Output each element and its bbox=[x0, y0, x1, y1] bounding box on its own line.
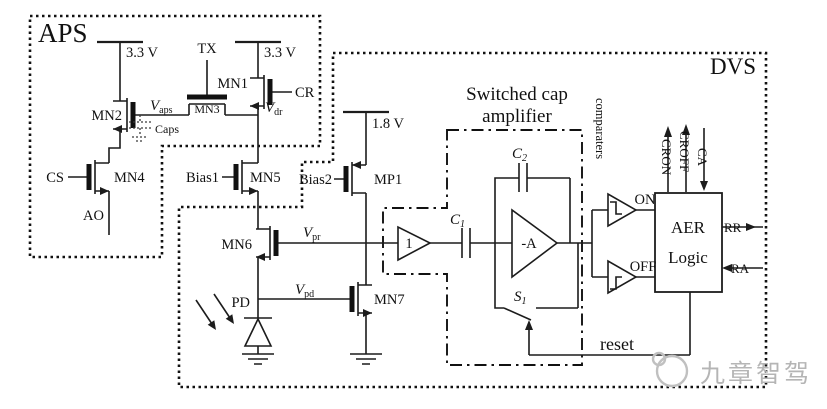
on-comparator bbox=[591, 192, 655, 278]
transistor-mn4 bbox=[68, 129, 121, 235]
mn6-label: MN6 bbox=[221, 237, 252, 253]
aer-logic-box bbox=[654, 192, 723, 293]
aer-label-line1: AER bbox=[671, 218, 706, 237]
watermark-text: 九章智驾 bbox=[700, 360, 812, 388]
vaps-node-label: Vaps bbox=[150, 98, 173, 116]
cron-label: CRON bbox=[659, 139, 674, 176]
swcap-title-line1: Switched cap bbox=[466, 84, 568, 105]
photodiode bbox=[242, 298, 352, 365]
mn5-label: MN5 bbox=[250, 170, 281, 186]
mn3-label: MN3 bbox=[194, 102, 219, 116]
aps-region-label: APS bbox=[38, 18, 88, 48]
bias2-label: Bias2 bbox=[299, 172, 332, 188]
ao-label: AO bbox=[83, 208, 104, 224]
ca-label: CA bbox=[695, 148, 710, 167]
supply-3v3-right bbox=[235, 40, 281, 78]
inverting-amplifier bbox=[511, 208, 592, 279]
c1-capacitor bbox=[461, 228, 512, 258]
mn2-label: MN2 bbox=[91, 108, 122, 124]
caps-label: Caps bbox=[155, 122, 179, 136]
vpd-node-label: Vpd bbox=[295, 282, 314, 300]
aer-label-line2: Logic bbox=[668, 248, 708, 267]
s1-switch bbox=[494, 243, 579, 321]
vpr-node-label: Vpr bbox=[303, 225, 321, 243]
on-label: ON bbox=[635, 192, 656, 208]
vdr-node-label: Vdr bbox=[265, 100, 283, 118]
pd-label: PD bbox=[231, 295, 250, 311]
light-arrows bbox=[195, 293, 234, 330]
aps-region-outline bbox=[28, 14, 322, 259]
buffer-amplifier bbox=[397, 225, 462, 262]
cr-label: CR bbox=[295, 85, 315, 101]
ra-label: RA bbox=[731, 261, 750, 276]
transistor-mn7 bbox=[349, 282, 382, 365]
cron-arrow bbox=[664, 126, 672, 192]
vdd-dvs-label: 1.8 V bbox=[372, 116, 404, 132]
transistor-mp1 bbox=[334, 161, 367, 285]
caps-capacitor bbox=[129, 115, 151, 142]
transistor-mn3 bbox=[187, 60, 258, 116]
s1-label: S1 bbox=[514, 289, 527, 307]
supply-1v8 bbox=[343, 110, 389, 165]
tx-label: TX bbox=[197, 41, 217, 57]
off-label: OFF bbox=[630, 259, 657, 275]
mn1-label: MN1 bbox=[217, 76, 248, 92]
mn4-label: MN4 bbox=[114, 170, 145, 186]
vdd-right-label: 3.3 V bbox=[264, 45, 296, 61]
amp-gain-label: -A bbox=[521, 236, 537, 252]
comparators-label: comparaters bbox=[593, 98, 607, 159]
c2-label: C2 bbox=[512, 146, 527, 164]
mn7-label: MN7 bbox=[374, 292, 405, 308]
croff-arrow bbox=[682, 124, 690, 192]
dvs-region-label: DVS bbox=[710, 54, 756, 79]
cs-label: CS bbox=[46, 170, 64, 186]
off-comparator bbox=[607, 259, 655, 295]
transistor-mn1 bbox=[250, 75, 292, 163]
reset-label: reset bbox=[600, 334, 634, 354]
ca-arrow bbox=[700, 128, 708, 191]
dvs-region-outline bbox=[177, 51, 768, 389]
vdd-left-label: 3.3 V bbox=[126, 45, 158, 61]
c2-capacitor bbox=[494, 163, 571, 243]
watermark-logo bbox=[651, 351, 689, 388]
mp1-label: MP1 bbox=[374, 172, 402, 188]
transistor-mn5 bbox=[222, 160, 259, 229]
buffer-gain-label: 1 bbox=[405, 236, 412, 252]
c1-label: C1 bbox=[450, 212, 465, 230]
croff-label: CROFF bbox=[677, 131, 692, 172]
swcap-title-line2: amplifier bbox=[482, 106, 552, 127]
bias1-label: Bias1 bbox=[186, 170, 219, 186]
supply-3v3-left bbox=[97, 40, 143, 101]
rr-label: RR bbox=[724, 220, 742, 235]
switched-cap-outline bbox=[382, 129, 583, 366]
ra-arrow bbox=[722, 264, 763, 272]
rr-arrow bbox=[722, 223, 763, 231]
transistor-mn6 bbox=[256, 226, 398, 318]
